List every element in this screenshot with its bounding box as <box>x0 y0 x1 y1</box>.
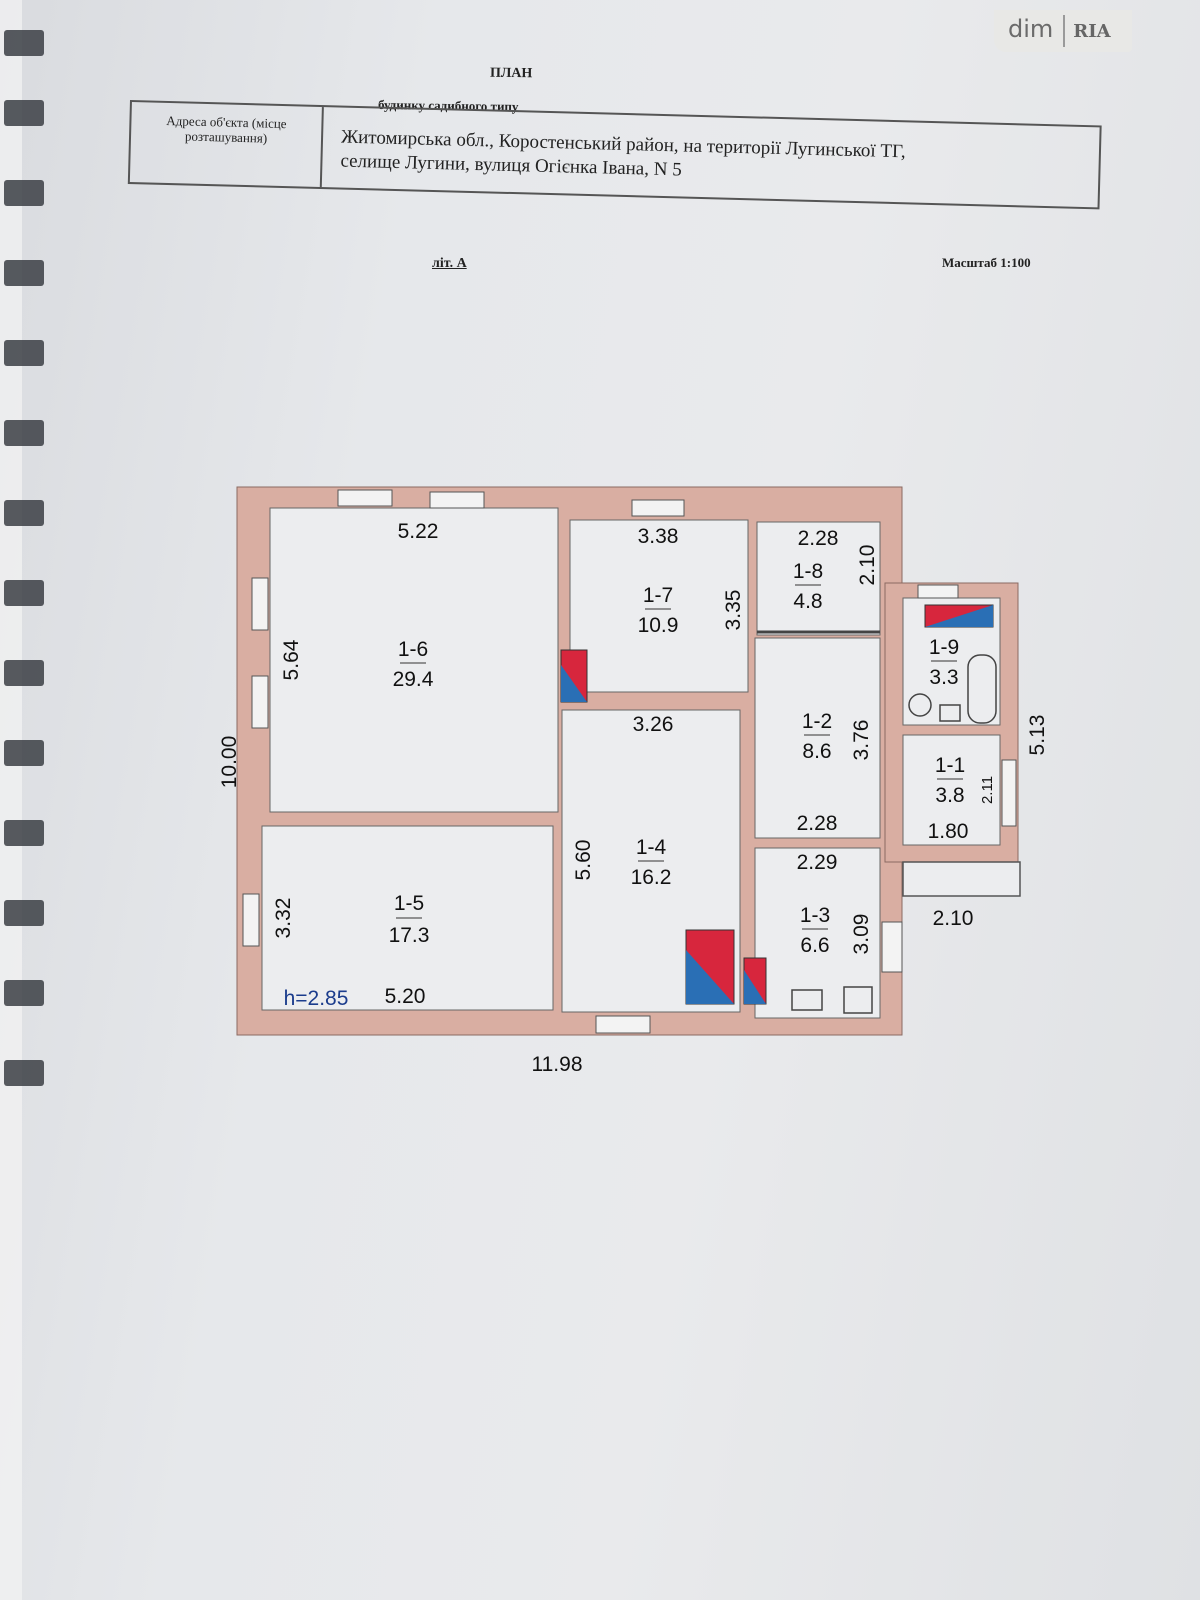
dim-1-8-width: 2.28 <box>798 527 839 550</box>
room-1-1 <box>902 734 1001 846</box>
dim-1-3-width: 2.29 <box>797 851 838 874</box>
room-1-3-area: 6.6 <box>800 934 829 957</box>
dim-1-6-height: 5.64 <box>280 639 303 680</box>
room-labels: 1-6 29.4 1-5 17.3 1-7 10.9 1-4 16.2 1-8 … <box>389 560 966 957</box>
dim-1-5-height: 3.32 <box>272 898 295 939</box>
toilet-icon <box>908 693 932 717</box>
dim-ria-watermark: dim RIA <box>994 10 1132 52</box>
dim-1-1-width: 1.80 <box>928 820 969 843</box>
room-1-1-id: 1-1 <box>935 754 965 777</box>
dim-1-4-height: 5.60 <box>572 840 595 881</box>
room-1-1-area: 3.8 <box>935 784 964 807</box>
room-1-3-id: 1-3 <box>800 904 830 927</box>
building-letter: літ. А <box>432 256 467 271</box>
room-label-underlines <box>396 584 963 930</box>
binder-rings <box>0 0 50 1600</box>
room-floors <box>261 507 1001 1019</box>
dim-total-width: 11.98 <box>532 1053 583 1076</box>
sink-kitchen-icon <box>791 989 823 1011</box>
room-1-8-area: 4.8 <box>793 590 822 613</box>
bathtub-icon <box>967 654 997 724</box>
room-1-7-area: 10.9 <box>638 614 679 637</box>
dim-porch-width: 2.10 <box>933 907 974 930</box>
page-edge <box>0 0 22 1600</box>
room-1-4-id: 1-4 <box>636 836 667 859</box>
dim-1-7-height: 3.35 <box>722 590 745 631</box>
dim-1-5-width: 5.20 <box>385 985 426 1008</box>
dim-1-1-height: 2.11 <box>979 776 996 804</box>
room-1-2-id: 1-2 <box>802 710 832 733</box>
watermark-ria: RIA <box>1073 20 1111 42</box>
dim-extension-height: 5.13 <box>1026 715 1049 756</box>
dim-1-4-width: 3.26 <box>633 713 674 736</box>
dim-1-6-width: 5.22 <box>398 520 439 543</box>
dim-1-8-height: 2.10 <box>856 545 879 586</box>
dim-1-2-height: 3.76 <box>850 720 873 761</box>
room-1-7 <box>569 519 749 693</box>
room-1-2-area: 8.6 <box>802 740 831 763</box>
room-1-9-area: 3.3 <box>929 666 958 689</box>
dim-1-2-width: 2.28 <box>797 812 838 835</box>
ceiling-height: h=2.85 <box>284 987 349 1010</box>
room-1-6-area: 29.4 <box>393 668 434 691</box>
room-1-2 <box>754 637 881 839</box>
room-1-5-area: 17.3 <box>389 924 430 947</box>
room-1-8 <box>756 521 881 636</box>
room-1-8-id: 1-8 <box>793 560 823 583</box>
room-1-9-id: 1-9 <box>929 636 959 659</box>
sink-icon <box>939 704 961 722</box>
stoves <box>560 604 994 1005</box>
dimension-labels: 5.22 5.64 3.32 5.20 h=2.85 3.38 3.35 3.2… <box>218 520 1049 1076</box>
room-1-4-area: 16.2 <box>631 866 672 889</box>
dim-1-3-height: 3.09 <box>850 914 873 955</box>
fixtures <box>757 630 997 1014</box>
room-1-5-id: 1-5 <box>394 892 424 915</box>
cooker-icon <box>843 986 873 1014</box>
room-1-6-id: 1-6 <box>398 638 428 661</box>
windows <box>242 489 1017 1034</box>
dim-total-height: 10.00 <box>218 736 241 789</box>
watermark-dim: dim <box>994 15 1066 47</box>
dim-1-7-width: 3.38 <box>638 525 679 548</box>
room-1-7-id: 1-7 <box>643 584 673 607</box>
porch <box>902 861 1021 897</box>
room-1-6 <box>269 507 559 813</box>
scale-label: Масштаб 1:100 <box>942 255 1031 270</box>
